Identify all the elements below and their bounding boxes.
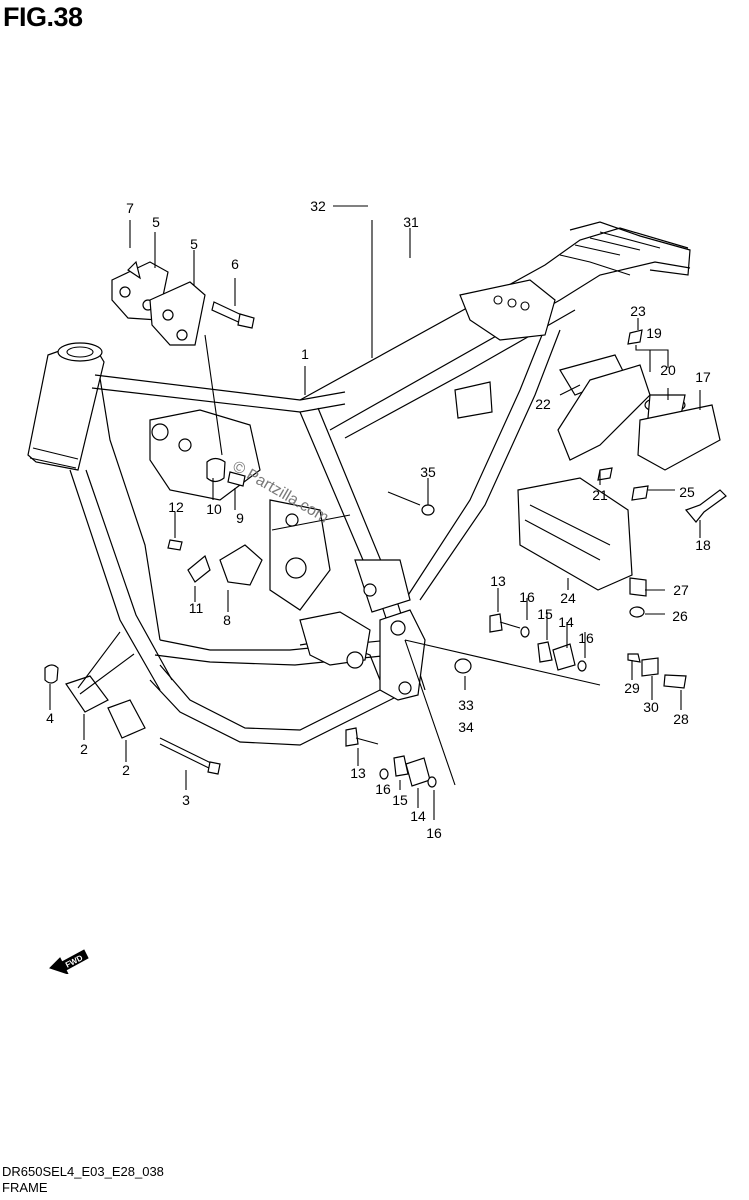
callout-27: 27 <box>673 582 689 598</box>
diagram-code: DR650SEL4_E03_E28_038 <box>2 1164 164 1179</box>
callout-1: 1 <box>301 346 309 362</box>
callout-28: 28 <box>673 711 689 727</box>
callout-13: 13 <box>490 573 506 589</box>
down-tubes <box>69 377 426 746</box>
callout-35: 35 <box>420 464 436 480</box>
fwd-arrow-icon: FWD <box>48 944 90 979</box>
callout-23: 23 <box>630 303 646 319</box>
steering-head <box>27 342 105 471</box>
callout-34: 34 <box>458 719 474 735</box>
rear-seat-frame <box>454 279 556 419</box>
figure-title: FIG.38 <box>3 2 83 32</box>
callout-22: 22 <box>535 396 551 412</box>
callout-5: 5 <box>190 236 198 252</box>
callout-16: 16 <box>375 781 391 797</box>
callout-24: 24 <box>560 590 576 606</box>
callout-15: 15 <box>392 792 408 808</box>
callout-30: 30 <box>643 699 659 715</box>
callout-9: 9 <box>236 510 244 526</box>
caps-grommets <box>421 504 687 689</box>
callout-20: 20 <box>660 362 676 378</box>
callout-3: 3 <box>182 792 190 808</box>
callout-5: 5 <box>152 214 160 230</box>
callout-16: 16 <box>578 630 594 646</box>
callout-11: 11 <box>188 600 204 616</box>
callout-26: 26 <box>672 608 688 624</box>
callout-31: 31 <box>403 214 419 230</box>
leader-lines <box>49 205 701 820</box>
callout-18: 18 <box>695 537 711 553</box>
engine-hanger-plates <box>111 260 255 346</box>
callout-2: 2 <box>122 762 130 778</box>
diagram-name: FRAME <box>2 1180 48 1195</box>
small-fasteners-left <box>167 457 263 586</box>
callout-16: 16 <box>519 589 535 605</box>
callout-19: 19 <box>646 325 662 341</box>
callout-6: 6 <box>231 256 239 272</box>
callout-14: 14 <box>410 808 426 824</box>
callout-7: 7 <box>126 200 134 216</box>
rear-components <box>517 329 727 591</box>
callout-25: 25 <box>679 484 695 500</box>
callout-8: 8 <box>223 612 231 628</box>
callout-14: 14 <box>558 614 574 630</box>
callout-17: 17 <box>695 369 711 385</box>
callout-4: 4 <box>46 710 54 726</box>
callout-12: 12 <box>168 499 184 515</box>
callout-16: 16 <box>426 825 442 841</box>
callout-29: 29 <box>624 680 640 696</box>
callout-13: 13 <box>350 765 366 781</box>
callout-33: 33 <box>458 697 474 713</box>
callout-15: 15 <box>537 606 553 622</box>
lower-brackets <box>44 664 221 775</box>
pivot-bushings <box>345 613 587 788</box>
engine-mount-plates <box>149 409 411 669</box>
callout-21: 21 <box>592 487 608 503</box>
callout-2: 2 <box>80 741 88 757</box>
callout-32: 32 <box>310 198 326 214</box>
callout-10: 10 <box>206 501 222 517</box>
